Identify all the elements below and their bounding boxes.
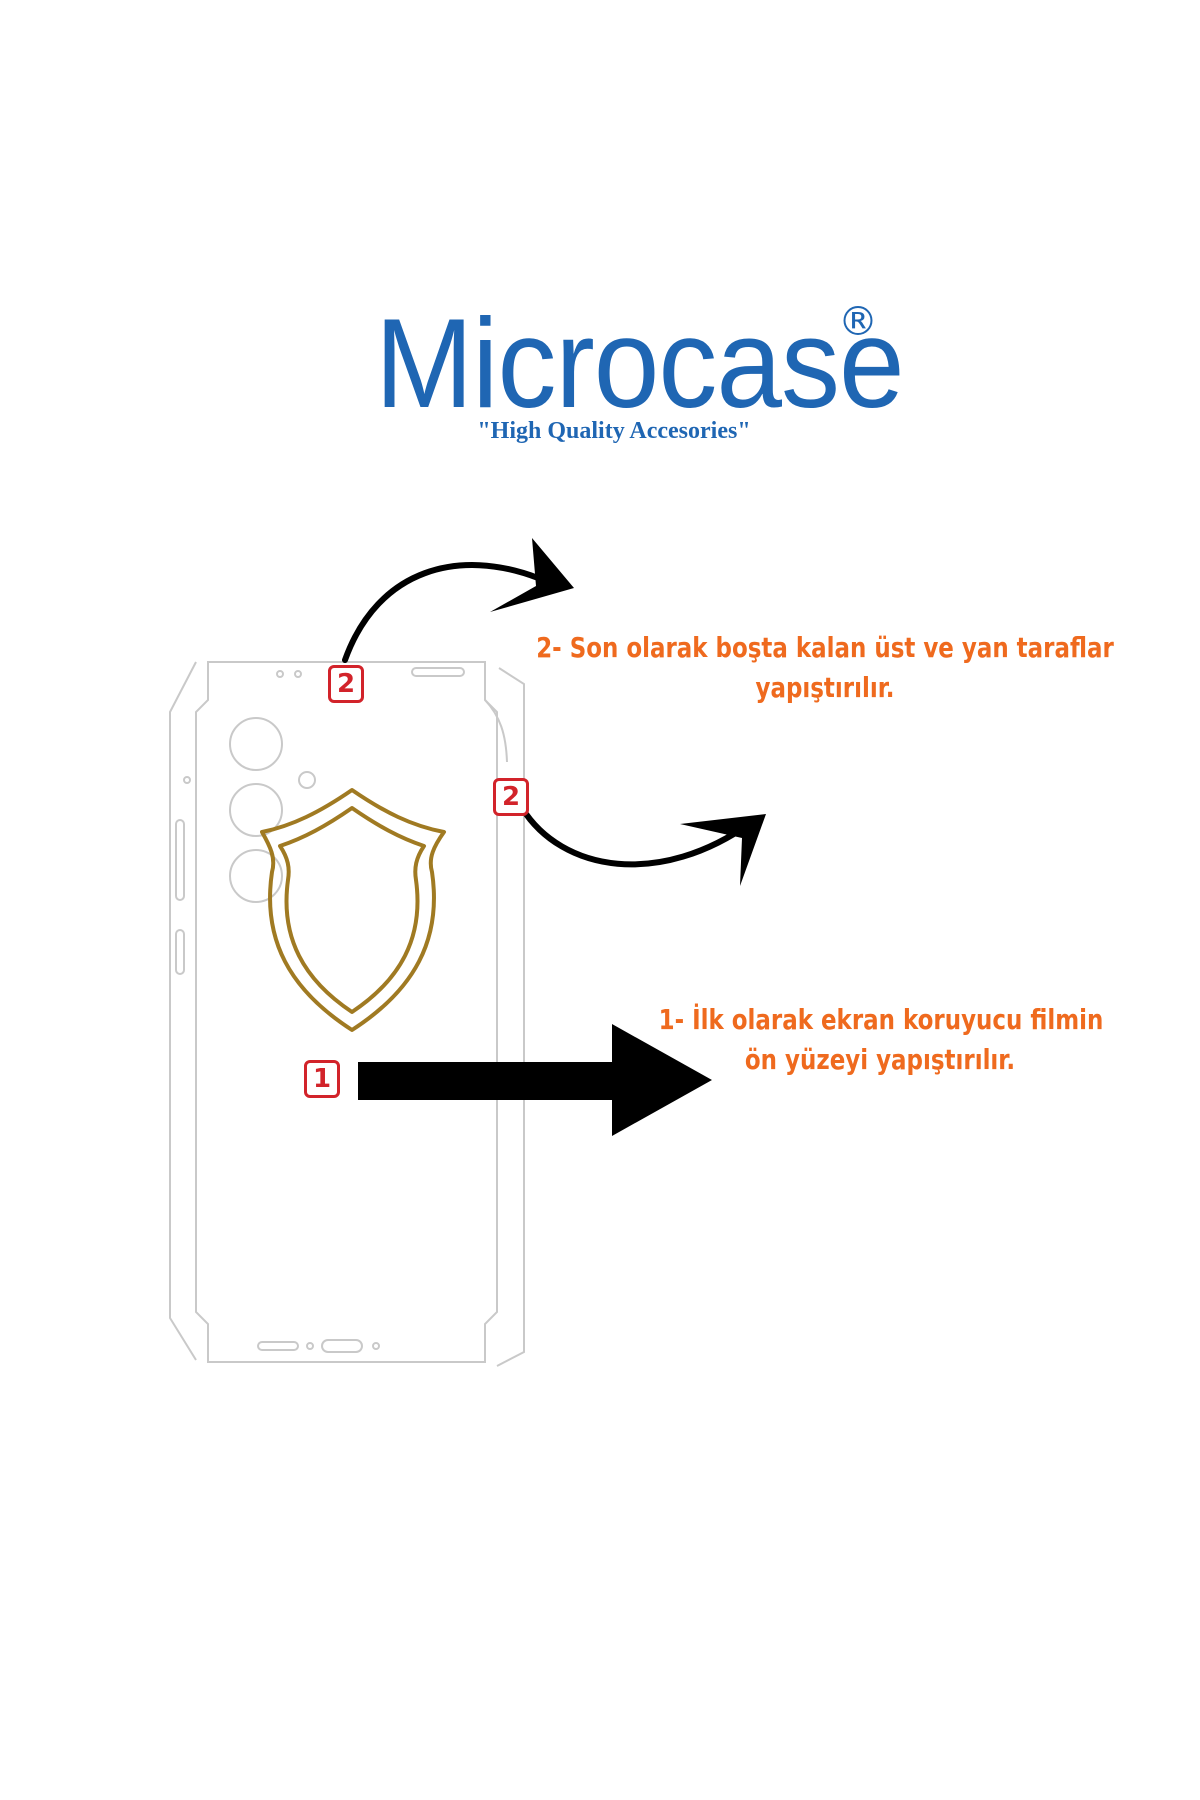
phone-skin-outline: [169, 661, 525, 1367]
mic-hole-1: [276, 670, 284, 678]
bottom-hole-1: [306, 1342, 314, 1350]
mic-hole-2: [294, 670, 302, 678]
step-badge-side: 2: [493, 778, 529, 816]
power-button-slot: [175, 929, 185, 975]
camera-ring-1: [229, 717, 283, 771]
step-1-line-1: 1- İlk olarak ekran koruyucu filmin: [658, 1003, 1104, 1036]
curved-arrow-side-head: [680, 814, 766, 886]
skin-left-flap: [169, 661, 197, 1361]
step-badge-front: 1: [304, 1060, 340, 1098]
flash-ring: [298, 771, 316, 789]
bottom-hole-2: [372, 1342, 380, 1350]
bottom-speaker-slot: [257, 1341, 299, 1351]
straight-arrow-icon: [358, 1024, 712, 1136]
camera-ring-2: [229, 783, 283, 837]
brand-tagline: "High Quality Accesories": [477, 418, 751, 444]
step-2-instruction: 2- Son olarak boşta kalan üst ve yan tar…: [534, 628, 1116, 708]
step-badge-top: 2: [328, 665, 364, 703]
curved-arrow-top-shaft: [342, 562, 541, 663]
curved-arrow-top-icon: [342, 538, 574, 663]
shield-outline-icon: [260, 788, 446, 1032]
side-hole: [183, 776, 191, 784]
curved-arrow-side-icon: [519, 805, 766, 886]
step-2-line-1: 2- Son olarak boşta kalan üst ve yan tar…: [536, 631, 1114, 664]
volume-button-slot: [175, 819, 185, 901]
step-1-instruction: 1- İlk olarak ekran koruyucu filmin ön y…: [658, 1000, 1104, 1080]
curved-arrow-top-head: [490, 538, 574, 612]
usb-port-slot: [321, 1339, 363, 1353]
shield-inner: [278, 806, 426, 1014]
step-2-line-2: yapıştırılır.: [755, 671, 895, 704]
step-1-line-2: ön yüzeyi yapıştırılır.: [744, 1043, 1016, 1076]
straight-arrow-head: [612, 1024, 712, 1136]
skin-right-flap: [496, 667, 525, 1367]
straight-arrow-shaft: [358, 1062, 616, 1100]
top-speaker-slot: [411, 667, 465, 677]
brand-name: Microcase: [375, 292, 905, 435]
curved-arrow-side-shaft: [519, 805, 755, 868]
shield-outer: [260, 788, 446, 1032]
camera-ring-3: [229, 849, 283, 903]
skin-right-curve: [484, 699, 508, 763]
skin-back-panel: [195, 661, 498, 1363]
registered-mark: ®: [838, 299, 878, 345]
